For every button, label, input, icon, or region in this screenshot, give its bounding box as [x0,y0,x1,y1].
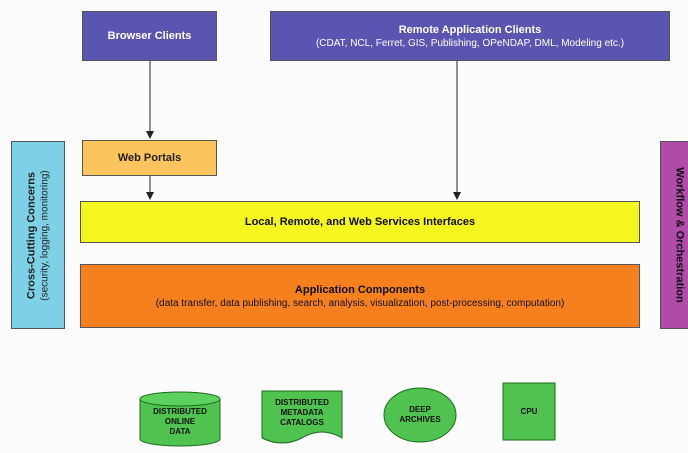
cpu-label: CPU [520,406,538,416]
archives-line1: DEEP [409,405,431,414]
cpu-node: CPU [503,383,555,440]
metadata-line2: METADATA [280,408,324,417]
workflow-title: Workflow & Orchestration [674,167,687,303]
metadata-document-shape [261,390,343,444]
application-components-box: Application Components (data transfer, d… [80,264,640,328]
cpu-rect-shape [502,382,556,441]
deep-archives-node: DEEP ARCHIVES [384,395,456,435]
workflow-label-group: Workflow & Orchestration [674,167,686,302]
online-data-node: DISTRIBUTED ONLINE DATA [140,402,220,442]
application-components-subtitle: (data transfer, data publishing, search,… [155,297,565,309]
archives-ellipse-shape [383,387,457,443]
remote-clients-subtitle: (CDAT, NCL, Ferret, GIS, Publishing, OPe… [315,37,625,49]
metadata-line3: CATALOGS [280,418,324,427]
remote-clients-box: Remote Application Clients (CDAT, NCL, F… [270,11,670,61]
workflow-orchestration-box: Workflow & Orchestration [660,141,688,329]
cross-cutting-concerns-box: Cross-Cutting Concerns (security, loggin… [11,141,65,329]
online-data-cylinder-shape [139,391,221,447]
metadata-catalogs-node: DISTRIBUTED METADATA CATALOGS [262,395,342,431]
cross-cutting-label-group: Cross-Cutting Concerns (security, loggin… [26,170,51,300]
browser-clients-title: Browser Clients [107,30,192,42]
archives-line2: ARCHIVES [399,415,441,424]
online-data-line2: ONLINE [164,417,196,426]
interfaces-title: Local, Remote, and Web Services Interfac… [244,216,476,228]
application-components-title: Application Components [294,283,426,296]
online-data-line3: DATA [169,427,191,436]
cross-cutting-subtitle: (security, logging, monitoring) [39,169,51,301]
remote-clients-title: Remote Application Clients [398,23,542,36]
web-portals-box: Web Portals [82,140,217,176]
cross-cutting-title: Cross-Cutting Concerns [25,171,38,299]
metadata-line1: DISTRIBUTED [275,398,329,407]
web-portals-title: Web Portals [117,152,182,164]
online-data-line1: DISTRIBUTED [153,407,207,416]
browser-clients-box: Browser Clients [82,11,217,61]
interfaces-box: Local, Remote, and Web Services Interfac… [80,201,640,243]
